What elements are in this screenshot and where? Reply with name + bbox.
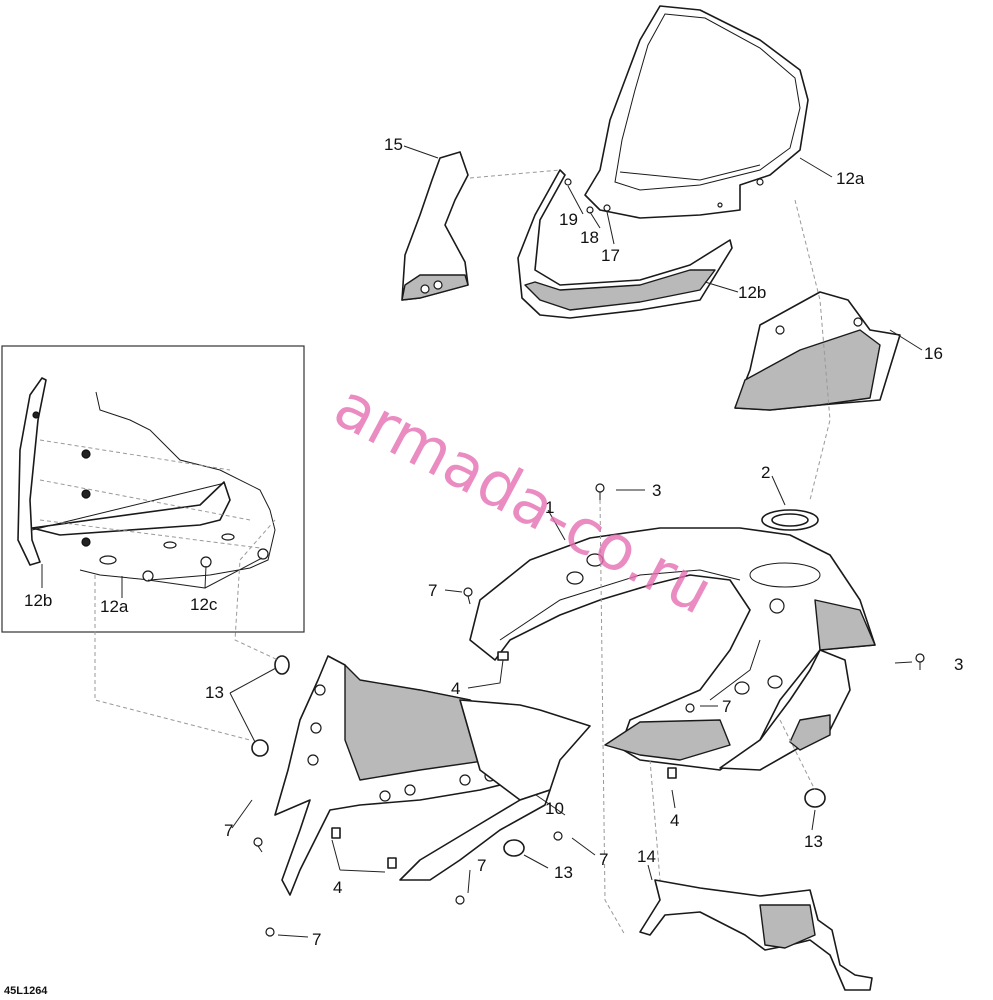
inset-callout-12c: 12c [190,595,218,614]
callout-14: 14 [637,847,656,866]
deflector-12b [517,169,733,319]
hood-1 [469,527,876,771]
callout-7-e: 7 [477,856,486,875]
callout-1: 1 [545,498,554,517]
callout-17: 17 [601,246,620,265]
callout-7-b: 7 [722,697,731,716]
callout-13-b: 13 [804,832,823,851]
windshield-12a [584,5,809,219]
callout-3-top: 3 [652,481,661,500]
callout-7-f: 7 [312,930,321,949]
inset-callout-12a: 12a [100,597,129,616]
document-id: 45L1264 [4,985,48,997]
callout-18: 18 [580,228,599,247]
leader-lines [229,145,923,938]
callout-16: 16 [924,344,943,363]
detail-inset: 12b 12a 12c [1,345,305,633]
assembly-guide-lines [94,169,831,936]
inset-callout-12b: 12b [24,591,52,610]
right-side-panel [719,649,851,771]
bracket-14 [639,879,873,991]
left-side-wing [399,699,591,881]
callout-12b-top: 12b [738,283,766,302]
fasteners [251,178,925,937]
callout-4-c: 4 [333,878,342,897]
callouts: 15 12a 19 18 17 12b 16 2 1 3 7 4 3 7 13 … [205,135,963,949]
callout-4-b: 4 [670,811,679,830]
ring-2 [761,509,819,531]
callout-10: 10 [545,799,564,818]
callout-12a-top: 12a [836,169,865,188]
callout-7-c: 7 [224,821,233,840]
callout-15: 15 [384,135,403,154]
callout-2: 2 [761,463,770,482]
callout-13-a: 13 [205,683,224,702]
callout-7-d: 7 [599,850,608,869]
callout-7-a: 7 [428,581,437,600]
callout-19: 19 [559,210,578,229]
callout-13-c: 13 [554,863,573,882]
callout-3-right: 3 [954,655,963,674]
side-panel-16 [734,291,901,411]
side-panel-15 [401,151,469,301]
callout-4-a: 4 [451,679,460,698]
